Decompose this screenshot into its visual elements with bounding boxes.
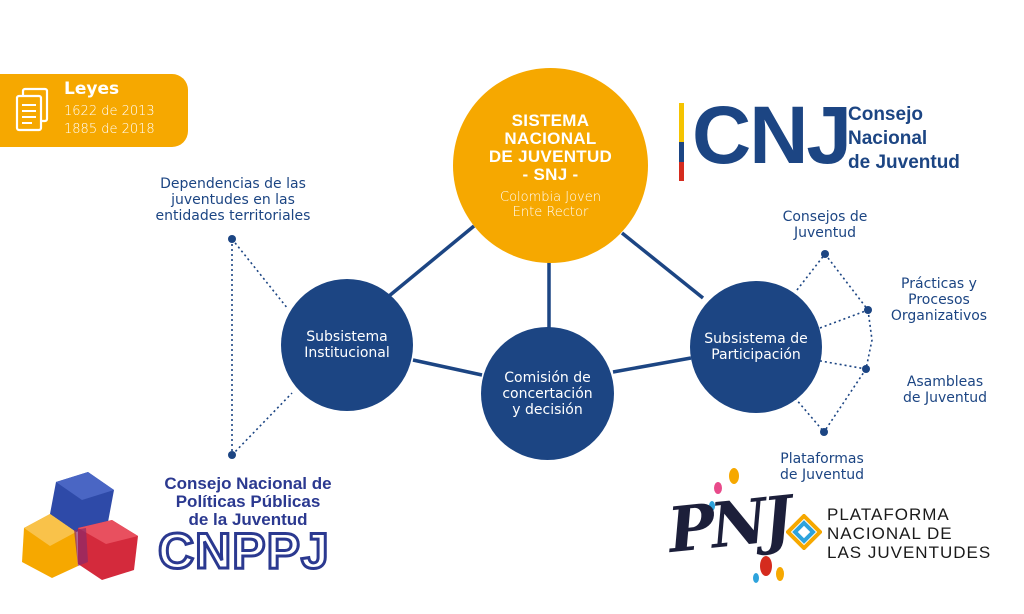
label-plataformas: Plataformas de Juventud (780, 451, 864, 483)
cnj-name: Consejo Nacional de Juventud (848, 104, 960, 173)
diamond-icon (786, 514, 822, 550)
dotted-participacion-practicas (819, 309, 869, 329)
dot-asambleas (862, 365, 870, 373)
pnj-mark: PNJ (664, 481, 793, 568)
dotted-consejos (824, 253, 869, 311)
dotted-right-arc (823, 309, 873, 433)
link-institucional-comision (412, 358, 483, 377)
comision-node: Comisión de concertación y decisión (481, 327, 614, 460)
link-snj-institucional (387, 224, 476, 298)
label-consejos: Consejos de Juventud (782, 209, 868, 241)
label-asambleas: Asambleas de Juventud (903, 374, 987, 406)
document-stack-icon (15, 87, 49, 132)
cubes-icon (22, 472, 138, 580)
paint-splash-icon (709, 468, 784, 583)
link-snj-participacion (620, 231, 705, 300)
label-practicas: Prácticas y Procesos Organizativos (890, 276, 988, 324)
leyes-badge: Leyes 1622 de 2013 1885 de 2018 (0, 74, 188, 147)
snj-title: SISTEMA NACIONAL DE JUVENTUD - SNJ - (488, 110, 613, 184)
cnppj-name: Consejo Nacional de Políticas Públicas d… (164, 474, 332, 529)
dotted-dependencias-bottom (231, 392, 293, 456)
pnj-name: PLATAFORMA NACIONAL DE LAS JUVENTUDES (827, 505, 992, 562)
link-comision-participacion (612, 356, 692, 374)
subsistema-participacion-node: Subsistema de Participación (690, 281, 822, 413)
subsistema-institucional-node: Subsistema Institucional (281, 279, 413, 411)
colombia-flag-bar (679, 103, 684, 181)
ley-1885: 1885 de 2018 (64, 122, 155, 137)
ley-1622: 1622 de 2013 (64, 104, 155, 119)
dotted-participacion-consejos (796, 253, 826, 291)
snj-circle: SISTEMA NACIONAL DE JUVENTUD - SNJ - Col… (453, 68, 648, 263)
dot-dependencias-top (228, 235, 236, 243)
dot-plataformas (820, 428, 828, 436)
dotted-participacion-asambleas (814, 359, 867, 370)
cnppj-mark: CNPPJ (157, 523, 331, 580)
snj-subtitle: Colombia Joven Ente Rector (500, 189, 601, 220)
dotted-participacion-plataformas (794, 397, 825, 433)
dot-dependencias-bottom (228, 451, 236, 459)
dotted-dependencias-top (231, 238, 289, 310)
label-dependencias: Dependencias de las juventudes en las en… (155, 176, 311, 224)
cnj-mark: CNJ (692, 90, 852, 181)
leyes-title: Leyes (64, 79, 120, 99)
dot-practicas (864, 306, 872, 314)
dot-consejos (821, 250, 829, 258)
